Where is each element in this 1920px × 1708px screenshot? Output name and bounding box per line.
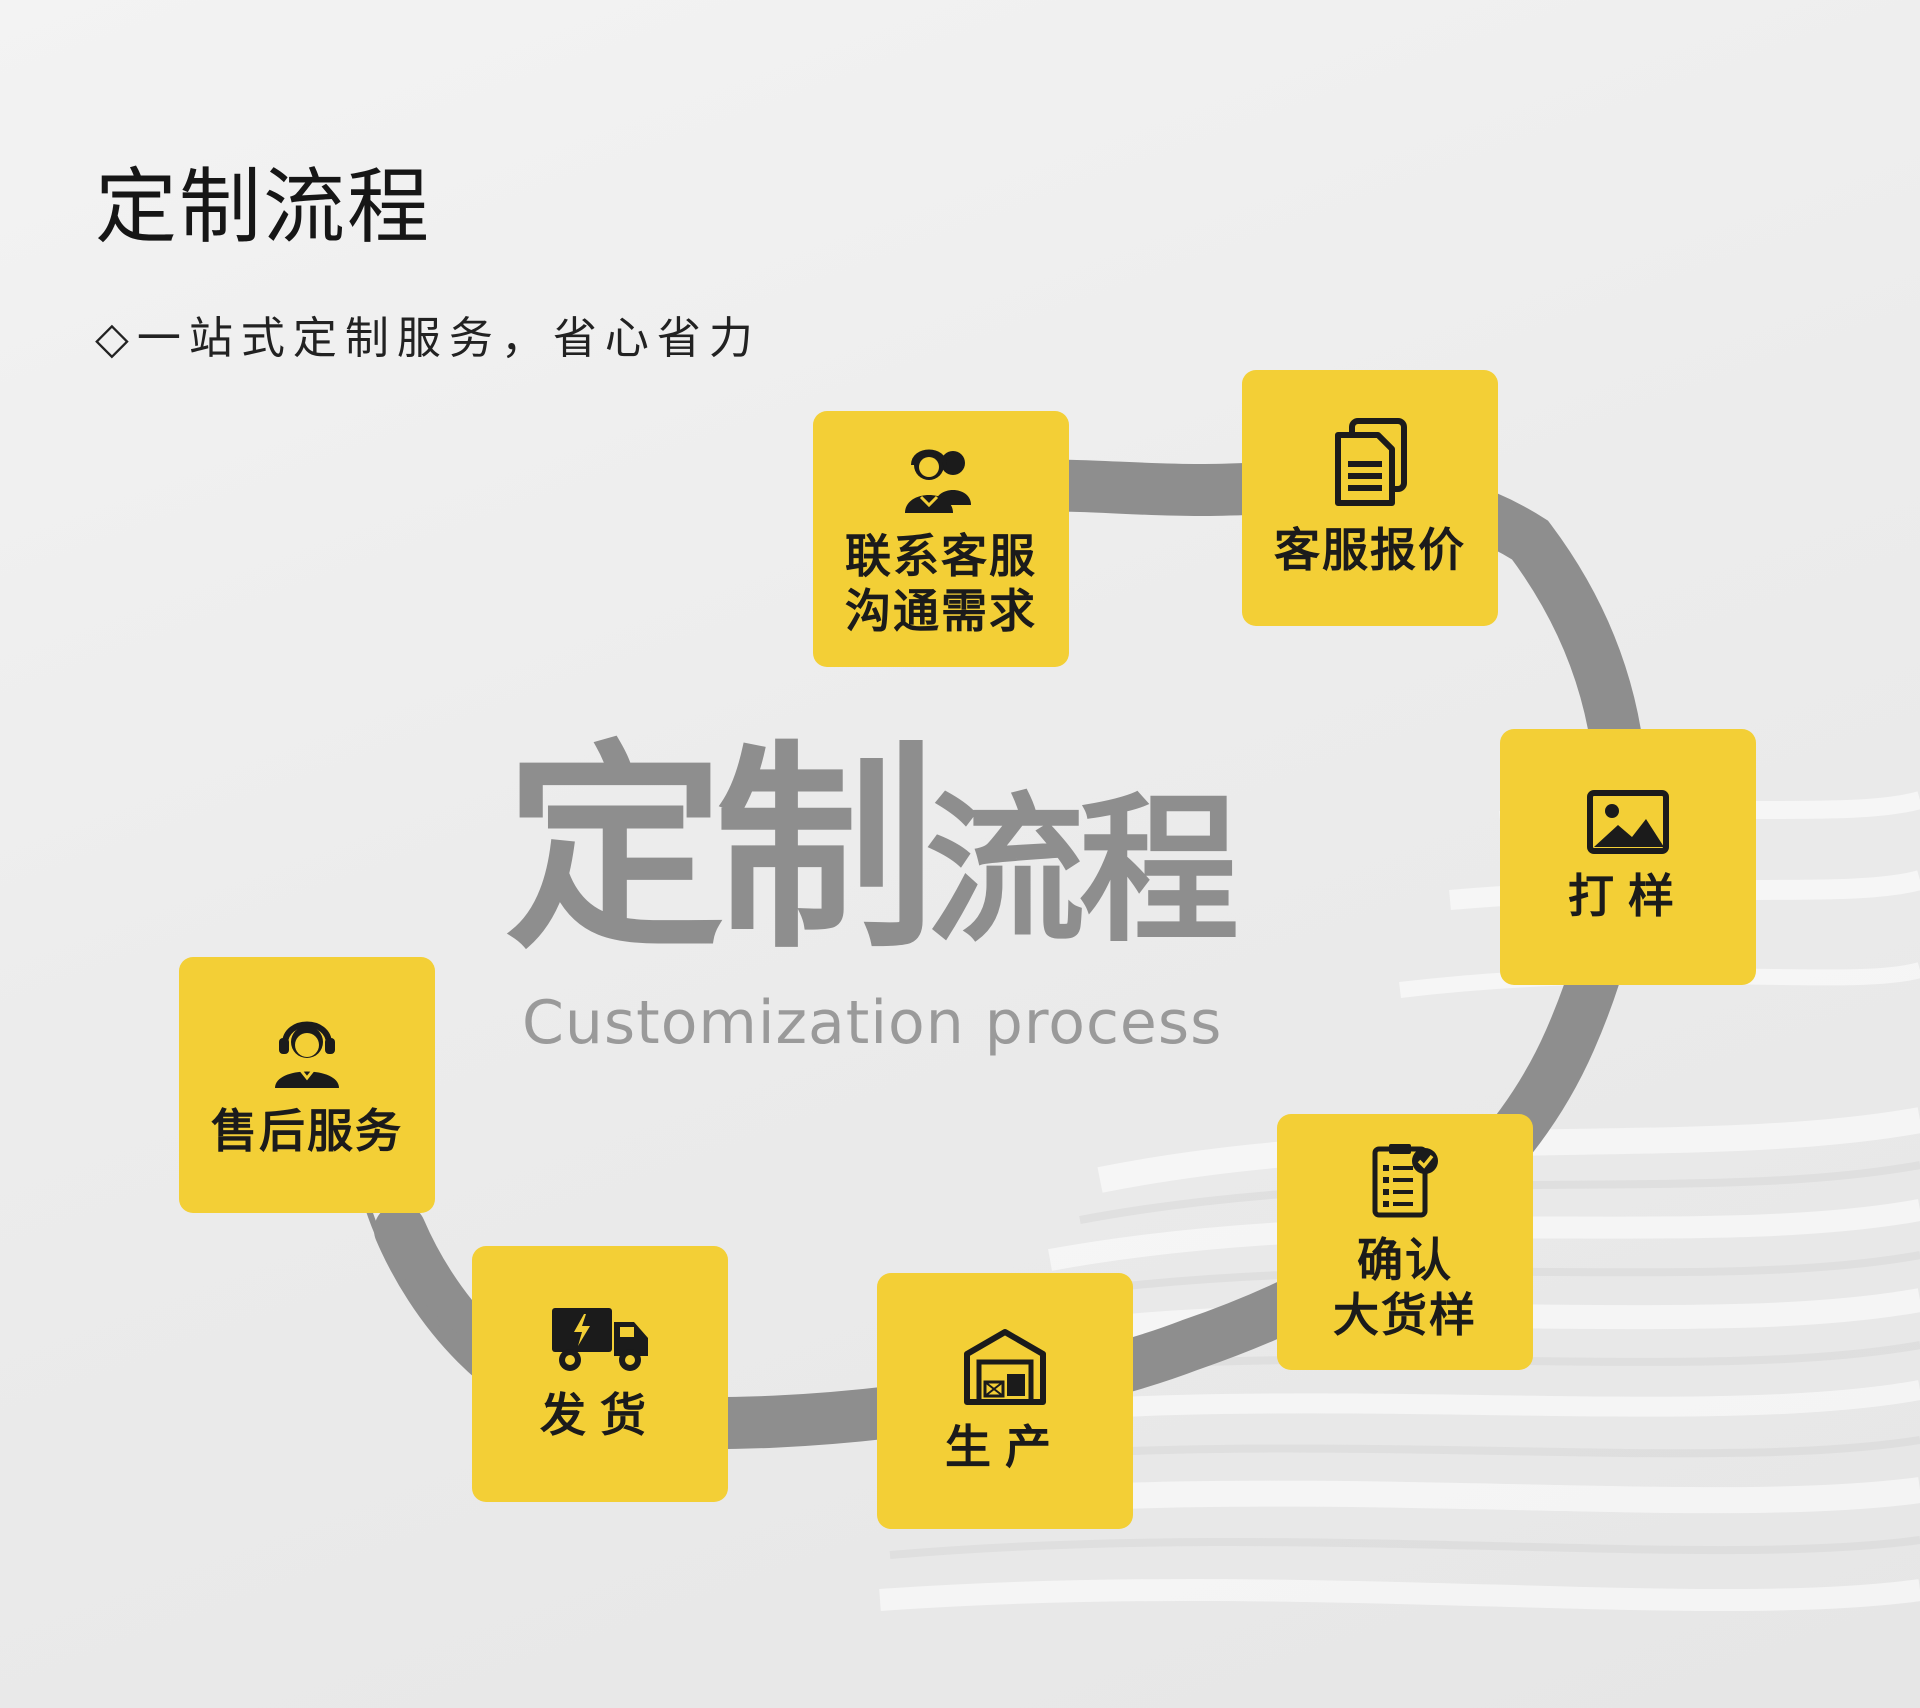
document-icon [1335, 418, 1407, 507]
truck-icon [552, 1308, 648, 1372]
center-title: 定制流程 [505, 740, 1239, 960]
step-after-sales: 售后服务 [179, 957, 435, 1213]
checklist-icon [1372, 1143, 1438, 1218]
step-label: 确认 大货样 [1333, 1232, 1477, 1342]
page-title: 定制流程 [95, 160, 432, 255]
step-shipping: 发货 [472, 1246, 728, 1502]
step-production: 生产 [877, 1273, 1133, 1529]
step-label: 发货 [540, 1388, 660, 1443]
step-sampling: 打样 [1500, 729, 1756, 985]
step-quotation: 客服报价 [1242, 370, 1498, 626]
warehouse-icon [964, 1329, 1046, 1406]
center-english-title: Customization process [522, 988, 1223, 1058]
support-agent-icon [275, 1021, 339, 1089]
step-label: 客服报价 [1274, 523, 1466, 578]
step-label: 售后服务 [211, 1104, 403, 1159]
step-label: 生产 [945, 1420, 1065, 1475]
step-confirm-bulk-sample: 确认 大货样 [1277, 1114, 1533, 1370]
image-icon [1587, 790, 1669, 855]
step-contact-service: 联系客服 沟通需求 [813, 411, 1069, 667]
page-subtitle: ◇一站式定制服务，省心省力 [95, 313, 761, 364]
center-title-part2: 流程 [925, 777, 1239, 964]
step-label: 打样 [1568, 869, 1688, 924]
step-label: 联系客服 沟通需求 [845, 528, 1037, 638]
customer-service-icon [905, 449, 971, 513]
center-title-part1: 定制 [505, 722, 935, 978]
